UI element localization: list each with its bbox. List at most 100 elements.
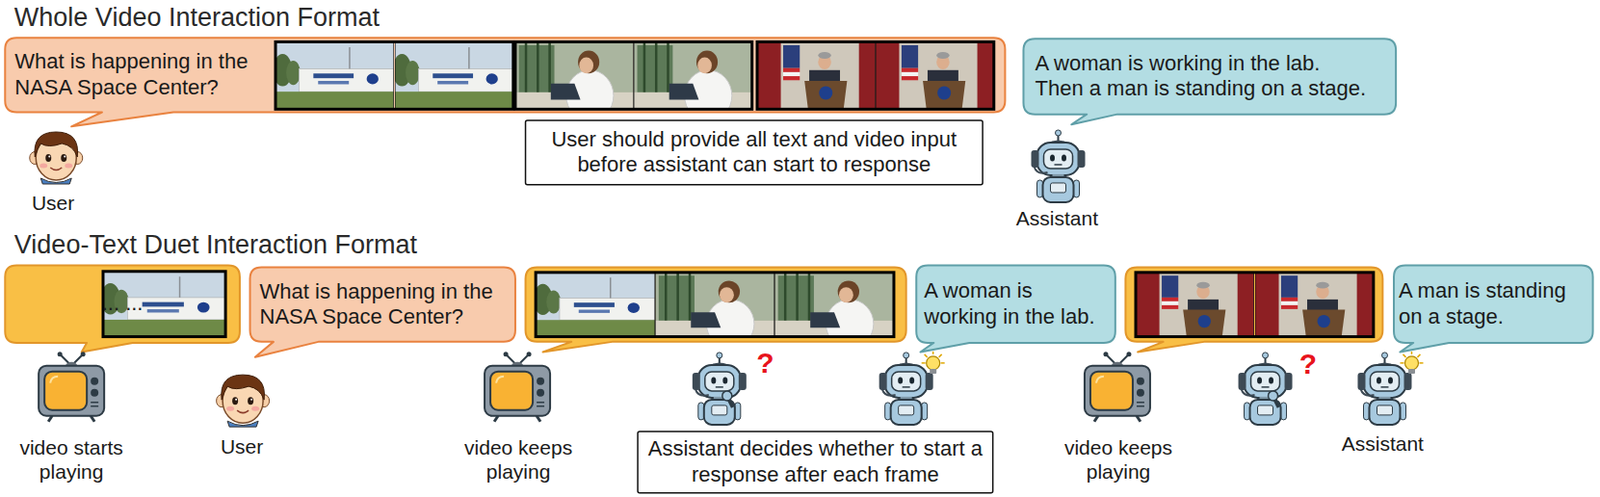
illustration-part [1161,301,1179,306]
illustration-part [977,41,995,109]
illustration-part [1257,376,1262,384]
illustration-part [317,80,349,84]
bubble-text: A man is standing on a stage. [1398,278,1589,330]
note-text: Assistant decides whether to start a res… [647,436,984,488]
illustration-part [1388,376,1393,384]
illustration-part [103,319,226,338]
illustration-part [783,72,800,77]
illustration-part [64,163,73,169]
illustration-part [1416,354,1420,358]
illustration-part [901,45,919,69]
frame-group-border [535,272,894,338]
illustration-part [275,91,394,109]
illustration-part [221,374,265,400]
video-frame [633,41,753,109]
illustration-part [937,86,951,101]
video-frame [1135,272,1255,338]
illustration-part [251,406,260,412]
illustration-part [63,156,66,158]
illustration-part [1363,365,1406,398]
illustration-part [60,154,67,162]
illustration-part [299,68,394,92]
illustration-part [232,396,238,405]
video-frame [774,272,894,338]
illustration-part [710,376,716,384]
illustration-part [774,272,894,338]
illustration-part [875,41,900,109]
illustration-part [496,376,504,384]
illustration-part [286,60,301,85]
illustration-part [885,365,928,398]
illustration-part [795,272,799,321]
illustration-part [929,368,937,374]
illustration-part [1161,275,1179,298]
note-text: User should provide all text and video i… [535,127,974,179]
bubble-text: A woman is working in the lab. Then a ma… [1034,51,1370,103]
illustration-part [695,389,709,396]
illustration-part [676,272,680,321]
video-frame [535,272,656,338]
source-label: video keeps playing [1050,435,1186,484]
illustration-part [633,41,753,109]
illustration-part [718,281,740,304]
illustration-part [577,51,600,75]
illustration-part [550,83,581,101]
illustration-part [898,405,915,416]
frame-group-border [1135,272,1374,338]
illustration-part [692,372,701,391]
illustration-part [468,47,471,69]
illustration-part [1268,376,1274,384]
illustration-part [226,406,235,412]
illustration-part [783,68,800,73]
illustration-part [1044,149,1074,169]
illustration-part [90,377,99,386]
illustration-part [941,362,945,365]
illustration-part [879,372,888,391]
video-frame [515,41,634,109]
illustration-part [1161,305,1179,310]
illustration-part [179,276,182,298]
illustration-part [526,351,532,357]
user-icon [216,374,270,427]
illustration-part [38,366,105,417]
illustration-part [1077,150,1086,168]
illustration-part [394,41,514,109]
illustration-part [90,389,99,397]
source-label: video starts playing [3,435,139,484]
illustration-part [142,302,184,308]
speech-bubble: What is happening in the NASA Space Cent… [4,37,1005,112]
illustration-part [90,405,99,408]
frame-group-border [757,41,995,109]
question-mark: ? [756,345,774,381]
illustration-part [405,60,420,85]
illustration-part [57,351,63,357]
illustration-part [722,391,733,401]
illustration-part [936,52,950,59]
illustration-part [909,376,915,384]
illustration-part [44,371,87,411]
illustration-part [48,156,51,158]
illustration-part [690,312,721,328]
illustration-part [901,72,919,77]
illustration-part [536,405,545,408]
illustration-part [313,73,354,79]
bubble-outline [4,264,240,352]
illustration-part [1135,272,1255,338]
illustration-part [804,80,847,109]
actor-label: Assistant [1341,431,1424,456]
illustration-part [394,91,514,109]
illustration-part [437,80,469,84]
illustration-part [536,389,545,397]
illustration-part [1357,272,1374,338]
illustration-part [1411,351,1414,355]
illustration-part [628,302,640,314]
illustration-part [1418,362,1423,365]
illustration-part [1238,372,1247,391]
note-box: Assistant decides whether to start a res… [637,431,994,494]
illustration-part [1268,391,1279,401]
illustration-part [808,272,812,321]
illustration-part [1161,297,1179,302]
illustration-part [419,68,514,92]
illustration-part [688,272,692,321]
illustration-part [1198,314,1211,328]
